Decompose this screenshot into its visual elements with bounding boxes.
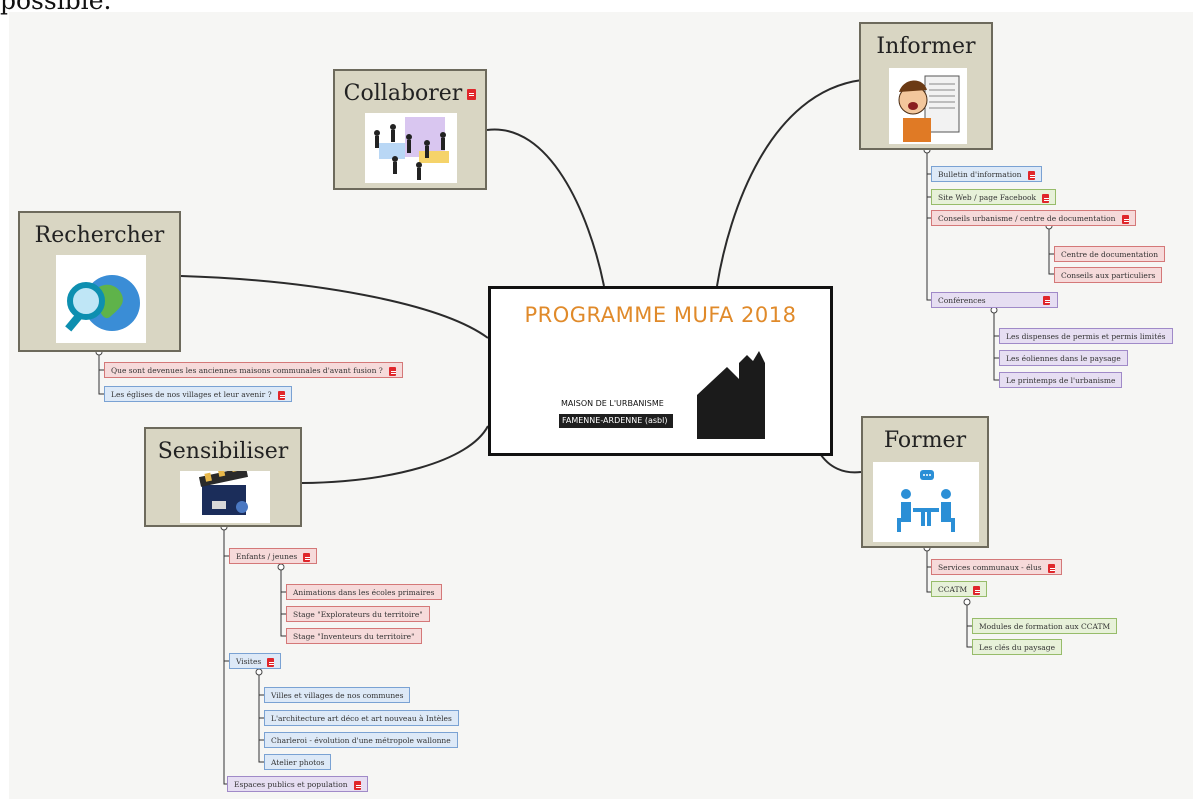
- leaf-printemps-urbanisme[interactable]: Le printemps de l'urbanisme: [999, 372, 1123, 388]
- logo-line-1: MAISON DE L'URBANISME: [561, 399, 664, 408]
- leaf-eoliennes[interactable]: Les éoliennes dans le paysage: [999, 350, 1128, 366]
- leaf-villes-villages[interactable]: Villes et villages de nos communes: [264, 687, 411, 703]
- newspaper-reader-icon: [889, 68, 967, 144]
- leaf-cles-paysage[interactable]: Les clés du paysage: [972, 639, 1063, 655]
- topic-former[interactable]: Former: [861, 416, 989, 548]
- logo-line-2: FAMENNE-ARDENNE (asbl): [559, 414, 674, 428]
- globe-magnifier-icon: [56, 255, 146, 343]
- document-icon[interactable]: [353, 780, 361, 790]
- mind-map-canvas: PROGRAMME MUFA 2018 MAISON DE L'URBANISM…: [9, 12, 1193, 799]
- leaf-stage-inventeurs[interactable]: Stage "Inventeurs du territoire": [286, 628, 422, 644]
- leaf-services-communaux[interactable]: Services communaux - élus: [931, 559, 1062, 575]
- branch-informer: [716, 79, 863, 287]
- leaf-atelier-photos[interactable]: Atelier photos: [264, 754, 332, 770]
- leaf-eglises-villages[interactable]: Les églises de nos villages et leur aven…: [104, 386, 292, 402]
- document-icon[interactable]: [1121, 214, 1129, 224]
- leaf-architecture-art-deco[interactable]: L'architecture art déco et art nouveau à…: [264, 710, 459, 726]
- leaf-animations-ecoles[interactable]: Animations dans les écoles primaires: [286, 584, 442, 600]
- leaf-modules-formation[interactable]: Modules de formation aux CCATM: [972, 618, 1118, 634]
- document-icon[interactable]: [303, 552, 311, 562]
- leaf-conferences[interactable]: Conférences: [931, 292, 1058, 308]
- topic-collaborer[interactable]: Collaborer: [333, 69, 487, 190]
- topic-informer-title: Informer: [876, 34, 976, 59]
- house-logo-icon: [697, 351, 765, 439]
- document-icon[interactable]: [267, 657, 275, 667]
- leaf-conseils-particuliers[interactable]: Conseils aux particuliers: [1054, 267, 1163, 283]
- document-icon[interactable]: [277, 390, 285, 400]
- leaf-stage-explorateurs[interactable]: Stage "Explorateurs du territoire": [286, 606, 430, 622]
- document-icon[interactable]: [973, 585, 981, 595]
- leaf-conseils-urbanisme[interactable]: Conseils urbanisme / centre de documenta…: [931, 210, 1136, 226]
- topic-collaborer-title: Collaborer: [343, 81, 463, 106]
- topic-sensibiliser[interactable]: Sensibiliser: [144, 427, 302, 527]
- leaf-visites[interactable]: Visites: [229, 653, 282, 669]
- leaf-enfants-jeunes[interactable]: Enfants / jeunes: [229, 548, 318, 564]
- topic-informer[interactable]: Informer: [859, 22, 993, 150]
- leaf-charleroi[interactable]: Charleroi - évolution d'une métropole wa…: [264, 732, 458, 748]
- leaf-centre-documentation[interactable]: Centre de documentation: [1054, 246, 1166, 262]
- document-icon[interactable]: [388, 366, 396, 376]
- mind-map-connectors: [95, 79, 1054, 785]
- topic-rechercher-title: Rechercher: [34, 223, 165, 248]
- document-icon[interactable]: [1047, 563, 1055, 573]
- leaf-bulletin[interactable]: Bulletin d'information: [931, 166, 1042, 182]
- central-topic[interactable]: PROGRAMME MUFA 2018 MAISON DE L'URBANISM…: [488, 286, 833, 456]
- branch-sensibiliser: [301, 425, 489, 484]
- leaf-site-web[interactable]: Site Web / page Facebook: [931, 189, 1057, 205]
- topic-sensibiliser-title: Sensibiliser: [157, 439, 289, 464]
- document-icon[interactable]: [1043, 296, 1050, 305]
- leaf-dispenses-permis[interactable]: Les dispenses de permis et permis limité…: [999, 328, 1173, 344]
- branch-collaborer: [486, 128, 605, 287]
- leaf-espaces-publics[interactable]: Espaces publics et population: [227, 776, 368, 792]
- leaf-maisons-communales[interactable]: Que sont devenues les anciennes maisons …: [104, 362, 403, 378]
- document-icon[interactable]: [1027, 170, 1035, 180]
- document-icon[interactable]: [467, 88, 477, 100]
- meeting-people-icon: [873, 462, 979, 542]
- topic-former-title: Former: [883, 428, 967, 453]
- document-icon[interactable]: [1042, 193, 1050, 203]
- leaf-ccatm[interactable]: CCATM: [931, 581, 988, 597]
- header-text: possible.: [0, 0, 112, 15]
- clapperboard-icon: [180, 462, 270, 523]
- central-title: PROGRAMME MUFA 2018: [524, 303, 797, 327]
- topic-rechercher[interactable]: Rechercher: [18, 211, 181, 352]
- people-collaboration-icon: [365, 113, 457, 183]
- branch-rechercher: [180, 275, 489, 339]
